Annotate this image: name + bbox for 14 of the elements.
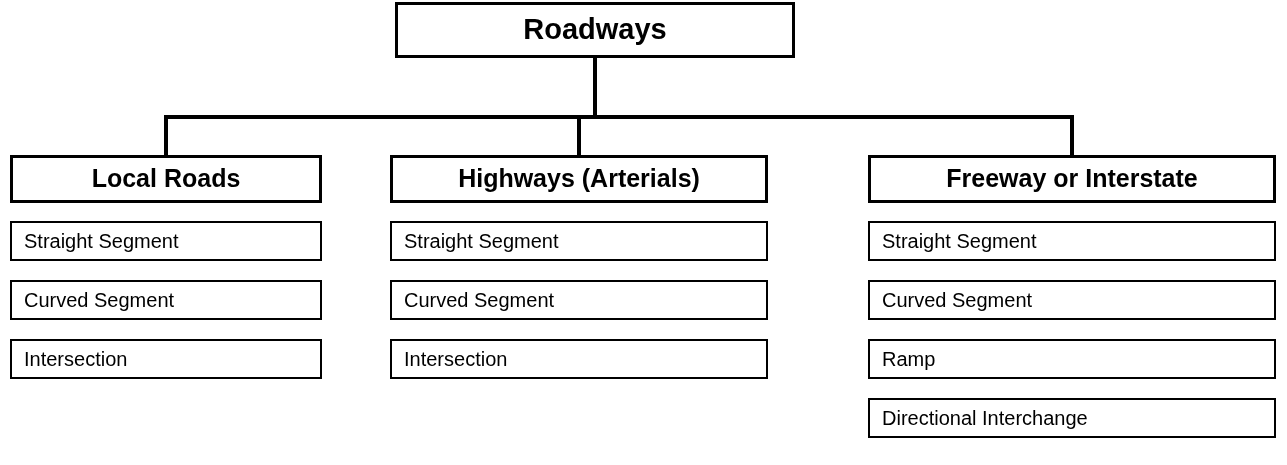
item-box: Straight Segment [390, 221, 768, 261]
item-box: Curved Segment [868, 280, 1276, 320]
category-box: Local Roads [10, 155, 322, 203]
item-box: Directional Interchange [868, 398, 1276, 438]
item-box: Straight Segment [868, 221, 1276, 261]
item-box: Curved Segment [10, 280, 322, 320]
root-box: Roadways [395, 2, 795, 58]
item-box: Intersection [10, 339, 322, 379]
item-box: Curved Segment [390, 280, 768, 320]
category-box: Highways (Arterials) [390, 155, 768, 203]
category-box: Freeway or Interstate [868, 155, 1276, 203]
item-box: Intersection [390, 339, 768, 379]
item-box: Straight Segment [10, 221, 322, 261]
item-box: Ramp [868, 339, 1276, 379]
